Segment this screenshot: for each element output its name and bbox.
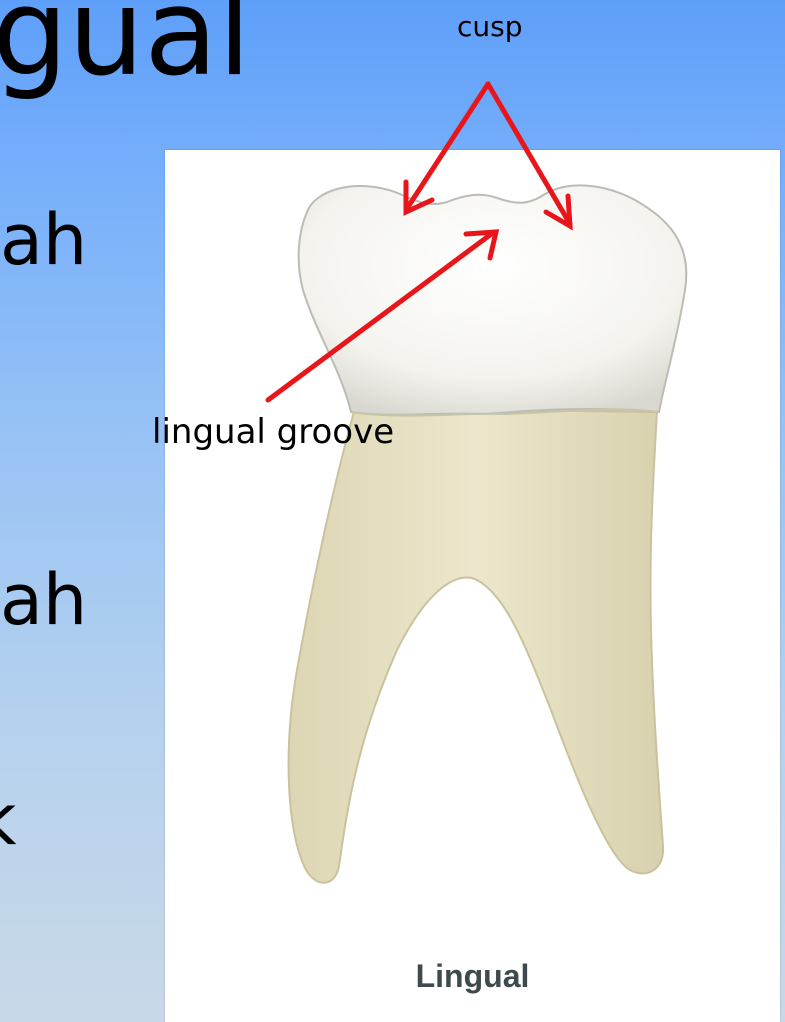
cusp-arrow-left xyxy=(406,84,488,210)
cusp-arrow-right xyxy=(488,84,570,224)
cusp-label: cusp xyxy=(457,10,523,43)
lingual-groove-arrow xyxy=(268,232,494,400)
lingual-groove-label: lingual groove xyxy=(152,412,394,452)
